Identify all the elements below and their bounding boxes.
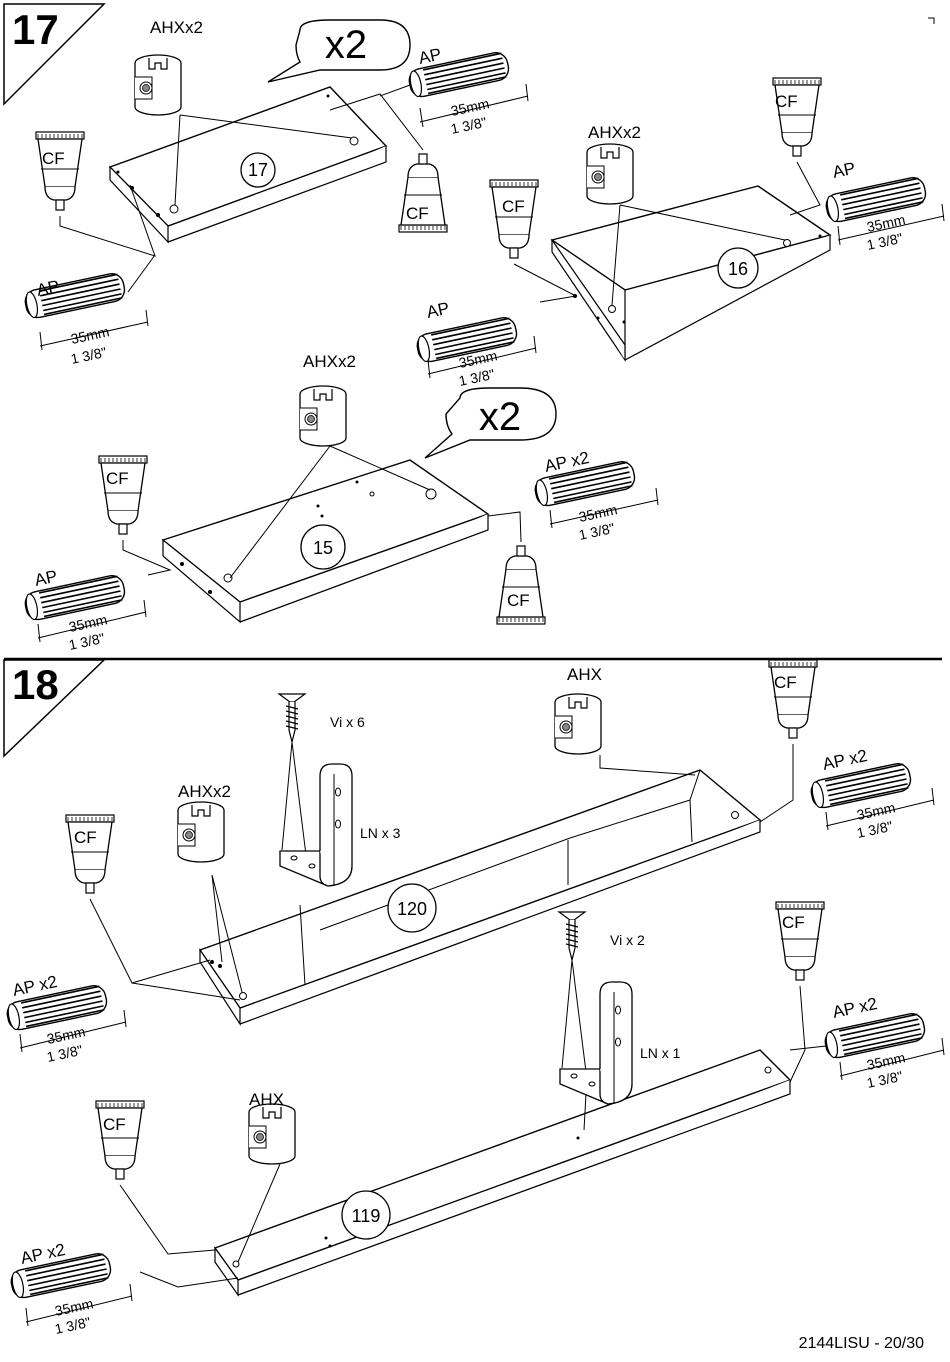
cam-lock-icon — [134, 54, 182, 116]
label-cf: CF — [502, 197, 525, 216]
dim-inch: 1 3/8" — [449, 114, 488, 137]
label-ap: AP — [33, 567, 59, 590]
step-18: 18 120 Vi x 6 LN x 3 AHXx2 CF — [3, 659, 945, 1337]
part-number-119: 119 — [352, 1206, 381, 1226]
label-ahx-x2: AHXx2 — [588, 123, 641, 142]
screw-icon — [558, 911, 586, 961]
speech-bubble-icon: x2 — [424, 387, 557, 459]
cam-lock-icon — [177, 801, 225, 863]
label-ahx: AHX — [567, 665, 602, 684]
step-17: 17 17 x2 AHXx2 CF — [3, 3, 945, 653]
label-cf: CF — [74, 828, 97, 847]
cam-lock-icon — [554, 693, 602, 755]
label-cf: CF — [103, 1115, 126, 1134]
panel-16: 16 — [550, 185, 832, 362]
panel-17: 17 — [108, 86, 388, 244]
glue-tube-icon — [35, 131, 85, 211]
label-ln-x1: LN x 1 — [640, 1045, 681, 1061]
label-ap-x2: AP x2 — [831, 994, 879, 1022]
label-cf: CF — [774, 673, 797, 692]
label-vi-x2: Vi x 2 — [610, 932, 645, 948]
glue-tube-icon — [496, 545, 546, 625]
dim-35mm: 35mm — [865, 211, 906, 235]
dim-inch: 1 3/8" — [865, 1068, 904, 1091]
dim-inch: 1 3/8" — [67, 630, 106, 653]
label-ahx-x2: AHXx2 — [150, 18, 203, 37]
dim-inch: 1 3/8" — [45, 1042, 84, 1065]
l-bracket-icon — [279, 763, 353, 887]
cam-lock-icon — [248, 1103, 296, 1165]
dim-inch: 1 3/8" — [577, 520, 616, 543]
cam-lock-icon — [586, 143, 634, 205]
label-ahx: AHX — [249, 1090, 284, 1109]
label-ap: AP — [425, 299, 451, 322]
label-cf: CF — [106, 469, 129, 488]
part-number-15: 15 — [313, 538, 333, 558]
part-number-120: 120 — [397, 899, 427, 919]
glue-tube-icon — [95, 1100, 145, 1180]
dim-inch: 1 3/8" — [69, 344, 108, 367]
part-number-16: 16 — [728, 259, 748, 279]
panel-120: 120 — [198, 769, 762, 1027]
page-code: 2144LISU - 20/30 — [799, 1335, 925, 1352]
dim-35mm: 35mm — [855, 799, 896, 823]
dim-35mm: 35mm — [449, 95, 490, 119]
quantity-x2: x2 — [325, 23, 367, 67]
label-ln-x3: LN x 3 — [360, 825, 401, 841]
label-cf: CF — [775, 92, 798, 111]
corner-mark — [928, 17, 935, 24]
label-vi-x6: Vi x 6 — [330, 714, 365, 730]
label-cf: CF — [507, 591, 530, 610]
step-17-badge — [3, 3, 106, 106]
dim-35mm: 35mm — [67, 611, 108, 635]
glue-tube-icon — [98, 455, 148, 535]
screw-icon — [278, 693, 306, 743]
label-ap: AP — [831, 159, 857, 182]
quantity-x2: x2 — [479, 395, 521, 439]
step-18-badge — [3, 659, 106, 758]
part-number-17: 17 — [248, 160, 268, 180]
dim-35mm: 35mm — [69, 323, 110, 347]
label-cf: CF — [782, 913, 805, 932]
panel-15: 15 — [161, 459, 490, 624]
dim-35mm: 35mm — [457, 347, 498, 371]
dim-inch: 1 3/8" — [865, 230, 904, 253]
step-17-number: 17 — [12, 6, 59, 53]
glue-tube-icon — [772, 77, 822, 157]
l-bracket-icon — [559, 981, 633, 1105]
step-18-number: 18 — [12, 661, 59, 708]
dim-35mm: 35mm — [45, 1023, 86, 1047]
dim-35mm: 35mm — [577, 501, 618, 525]
label-ap: AP — [417, 45, 443, 68]
glue-tube-icon — [65, 814, 115, 894]
label-ahx-x2: AHXx2 — [303, 352, 356, 371]
glue-tube-icon — [768, 659, 818, 739]
cam-lock-icon — [299, 385, 347, 447]
label-cf: CF — [42, 149, 65, 168]
label-ap: AP — [35, 277, 61, 300]
dim-inch: 1 3/8" — [457, 366, 496, 389]
dim-inch: 1 3/8" — [855, 818, 894, 841]
dim-35mm: 35mm — [53, 1295, 94, 1319]
panel-119: 119 — [213, 1049, 792, 1297]
label-ahx-x2: AHXx2 — [178, 782, 231, 801]
speech-bubble-icon: x2 — [267, 19, 411, 83]
label-cf: CF — [406, 204, 429, 223]
dim-inch: 1 3/8" — [53, 1314, 92, 1337]
glue-tube-icon — [489, 179, 539, 259]
label-ap-x2: AP x2 — [821, 746, 869, 774]
dim-35mm: 35mm — [865, 1049, 906, 1073]
